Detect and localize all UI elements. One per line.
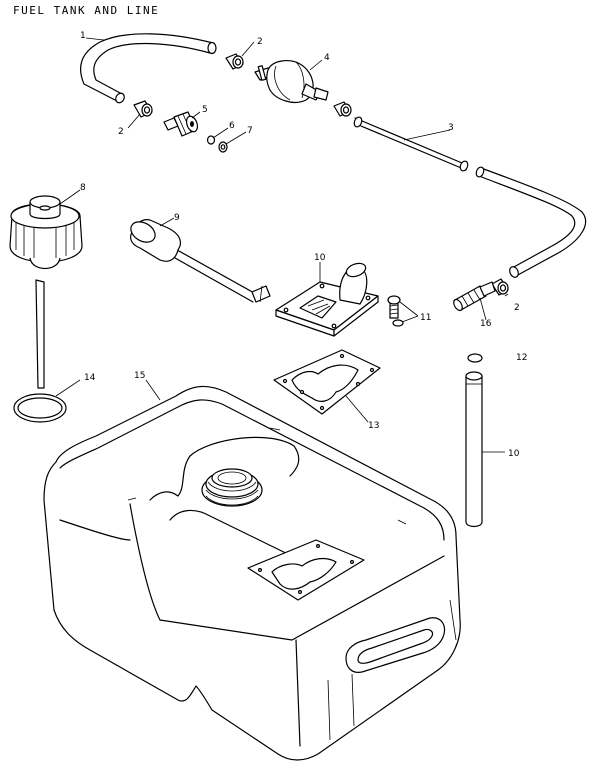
callout-8: 8 bbox=[80, 183, 86, 193]
part-2-hose-clamp-middle bbox=[333, 101, 352, 117]
callout-16: 16 bbox=[480, 319, 492, 329]
callout-5: 5 bbox=[202, 105, 208, 115]
callout-10-top: 10 bbox=[314, 253, 326, 263]
callout-3: 3 bbox=[448, 123, 454, 133]
part-2-hose-clamp-top bbox=[225, 53, 244, 70]
callout-15: 15 bbox=[134, 371, 145, 381]
part-10-pickup-plate bbox=[275, 262, 379, 337]
part-1-fuel-hose bbox=[80, 33, 217, 104]
callout-11: 11 bbox=[420, 313, 431, 323]
callout-12: 12 bbox=[516, 353, 527, 363]
part-13-plate-gasket bbox=[273, 349, 381, 415]
diagram-title: FUEL TANK AND LINE bbox=[13, 4, 160, 17]
callout-13: 13 bbox=[368, 421, 379, 431]
leader-lines bbox=[55, 37, 509, 453]
part-5-fuel-connector bbox=[163, 111, 199, 137]
callout-2-left: 2 bbox=[118, 127, 124, 137]
callout-2-top: 2 bbox=[257, 37, 263, 47]
part-16-hose-barb bbox=[453, 281, 496, 312]
part-11-screw bbox=[387, 295, 404, 327]
part-4-primer-bulb bbox=[254, 60, 329, 103]
part-2-hose-clamp-left bbox=[133, 100, 153, 118]
part-15-fuel-tank bbox=[43, 385, 461, 761]
callout-1: 1 bbox=[80, 31, 86, 41]
callout-4: 4 bbox=[324, 53, 330, 63]
part-2-hose-clamp-right bbox=[491, 278, 509, 296]
part-3-fuel-line bbox=[353, 116, 587, 278]
callout-10-tube: 10 bbox=[508, 449, 520, 459]
part-6-o-ring bbox=[206, 135, 216, 145]
callout-14: 14 bbox=[84, 373, 96, 383]
callouts: 1 2 2 2 3 4 5 6 7 8 9 10 10 11 12 13 14 … bbox=[80, 31, 527, 459]
part-8-filler-cap bbox=[9, 195, 83, 389]
callout-6: 6 bbox=[229, 121, 235, 131]
part-9-float-assembly bbox=[130, 219, 271, 303]
callout-7: 7 bbox=[247, 126, 253, 136]
part-14-cap-gasket bbox=[13, 393, 67, 423]
part-10-pickup-tube bbox=[465, 371, 483, 528]
callout-2-right: 2 bbox=[514, 303, 520, 313]
part-12-o-ring bbox=[467, 353, 483, 363]
callout-9: 9 bbox=[174, 213, 180, 223]
part-7-washer bbox=[218, 141, 228, 153]
